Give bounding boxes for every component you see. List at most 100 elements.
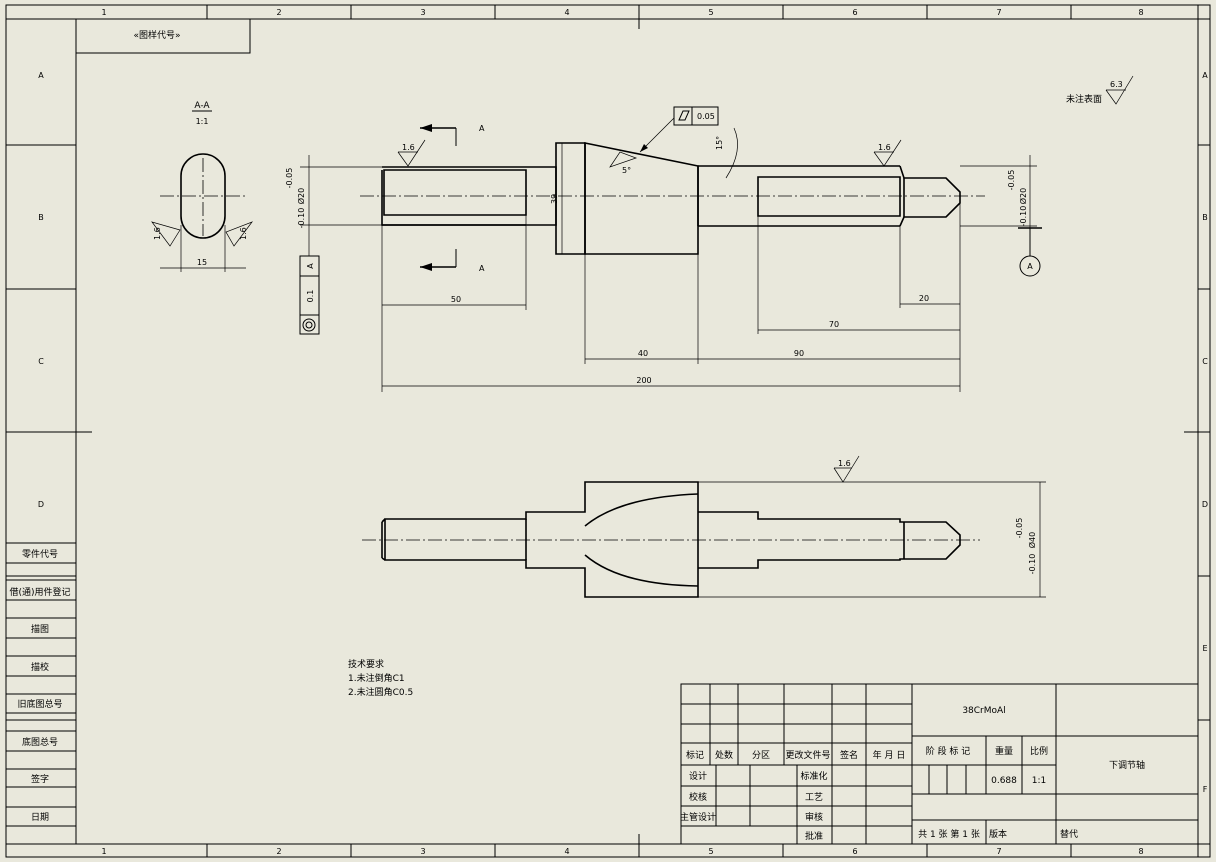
section-cut-marks: A A — [420, 124, 485, 273]
angle-15: 15° — [715, 136, 724, 150]
dim-50: 50 — [451, 295, 461, 304]
flatness-frame: 0.05 — [639, 106, 719, 153]
section-rough-left: 1.6 — [153, 227, 162, 240]
left-label: 签字 — [31, 773, 49, 785]
bottom-tol-upper: -0.05 — [1015, 518, 1024, 539]
section-mark-top: A — [479, 124, 485, 133]
section-rough-right: 1.6 — [239, 227, 248, 240]
datum-circle — [1019, 255, 1041, 277]
technical-requirements: 技术要求 1.未注倒角C1 2.未注圆角C0.5 — [348, 658, 413, 698]
dia-right: Ø20 — [1018, 188, 1028, 204]
zone-label: D — [38, 500, 44, 509]
tb-role: 审核 — [805, 811, 823, 823]
zone-label: 8 — [1138, 847, 1143, 856]
zone-label: B — [38, 213, 44, 222]
tb-scale-label: 比例 — [1030, 745, 1048, 757]
top-zone-labels: 1 2 3 4 5 6 7 8 — [101, 8, 1143, 17]
bottom-tol-lower: -0.10 — [1028, 554, 1037, 575]
dim-40: 40 — [638, 349, 648, 358]
rough-note-text: 未注表面 — [1066, 93, 1102, 105]
tb-weight: 0.688 — [991, 776, 1017, 786]
zone-label: 5 — [708, 8, 713, 17]
tb-header: 处数 — [715, 749, 733, 761]
bottom-rough: 1.6 — [838, 459, 851, 468]
left-label: 零件代号 — [22, 548, 58, 560]
section-label: A-A — [194, 101, 210, 111]
zone-label: A — [38, 71, 44, 80]
zone-label: A — [1202, 71, 1208, 80]
left-label: 描图 — [31, 623, 49, 635]
tb-role: 校核 — [689, 791, 707, 803]
tb-part-name: 下调节轴 — [1109, 759, 1145, 771]
runout-datum: A — [306, 263, 315, 269]
main-view: A A Ø20 -0.05 -0.10 A 0.1 1.6 1.6 — [285, 106, 1042, 392]
zone-label: 4 — [564, 847, 569, 856]
dim-90: 90 — [794, 349, 804, 358]
tech-notes-title: 技术要求 — [348, 658, 384, 670]
zone-label: 6 — [852, 8, 857, 17]
zone-label: E — [1202, 644, 1207, 653]
left-zone-labels: A B C D — [38, 71, 44, 509]
zone-label: B — [1202, 213, 1208, 222]
tech-note-line: 1.未注倒角C1 — [348, 672, 405, 684]
bottom-view: Ø40 -0.05 -0.10 1.6 — [362, 455, 1046, 598]
rough-left: 1.6 — [402, 143, 415, 152]
default-roughness-note: 未注表面 6.3 — [1066, 75, 1134, 105]
zone-label: C — [38, 357, 44, 366]
tb-header: 年 月 日 — [873, 749, 906, 761]
datum-label: A — [1027, 262, 1033, 271]
tb-stage-label: 阶 段 标 记 — [926, 745, 971, 757]
zone-label: 3 — [420, 847, 425, 856]
zone-label: C — [1202, 357, 1208, 366]
tb-material: 38CrMoAl — [962, 706, 1005, 716]
dim-20: 20 — [919, 294, 929, 303]
sheet-frame — [5, 4, 1211, 858]
zone-label: 1 — [101, 8, 106, 17]
bottom-dia: Ø40 — [1027, 532, 1037, 548]
tol-left-lower: -0.10 — [297, 208, 306, 229]
roughness-left-symbol — [397, 139, 426, 167]
roughness-right-symbol — [873, 139, 902, 167]
tol-right-lower: -0.10 — [1019, 206, 1028, 227]
tech-note-line: 2.未注圆角C0.5 — [348, 686, 413, 698]
drawing-number-tag: «图样代号» — [75, 18, 251, 54]
tb-weight-label: 重量 — [995, 745, 1013, 757]
tb-role: 标准化 — [800, 770, 827, 782]
zone-label: 3 — [420, 8, 425, 17]
zone-label: 8 — [1138, 8, 1143, 17]
taper-angle: 5° — [622, 166, 631, 175]
left-label-column: 零件代号 借(通)用件登记 描图 描校 旧底图总号 底图总号 签字 日期 — [5, 542, 77, 845]
zone-label: 6 — [852, 847, 857, 856]
dia-left: Ø20 — [296, 188, 306, 204]
tb-role: 主管设计 — [680, 811, 716, 823]
dim-39: 39 — [550, 194, 559, 204]
dim-70: 70 — [829, 320, 839, 329]
tb-sheets: 共 1 张 第 1 张 — [918, 828, 980, 840]
left-label: 借(通)用件登记 — [9, 586, 70, 598]
tb-header: 更改文件号 — [785, 749, 830, 761]
left-label: 旧底图总号 — [17, 698, 62, 710]
section-mark-bottom: A — [479, 264, 485, 273]
tb-version-label: 版本 — [989, 828, 1007, 840]
zone-label: 2 — [276, 8, 281, 17]
runout-frame: A 0.1 — [299, 255, 320, 335]
bottom-zone-labels: 1 2 3 4 5 6 7 8 — [101, 847, 1143, 856]
right-zone-labels: A B C D E F — [1202, 71, 1208, 794]
section-scale: 1:1 — [196, 117, 209, 126]
zone-label: 5 — [708, 847, 713, 856]
zone-label: 1 — [101, 847, 106, 856]
tb-header: 分区 — [752, 750, 770, 761]
dim-200: 200 — [636, 376, 651, 385]
zone-label: F — [1203, 785, 1208, 794]
rough-right: 1.6 — [878, 143, 891, 152]
runout-value: 0.1 — [306, 290, 315, 303]
tb-role: 工艺 — [805, 792, 823, 803]
left-label: 底图总号 — [22, 736, 58, 748]
section-dim-width: 15 — [197, 258, 207, 267]
tb-header: 标记 — [686, 749, 704, 761]
tb-header: 签名 — [840, 749, 858, 761]
rough-note-value: 6.3 — [1110, 80, 1123, 89]
flatness-value: 0.05 — [697, 112, 715, 121]
